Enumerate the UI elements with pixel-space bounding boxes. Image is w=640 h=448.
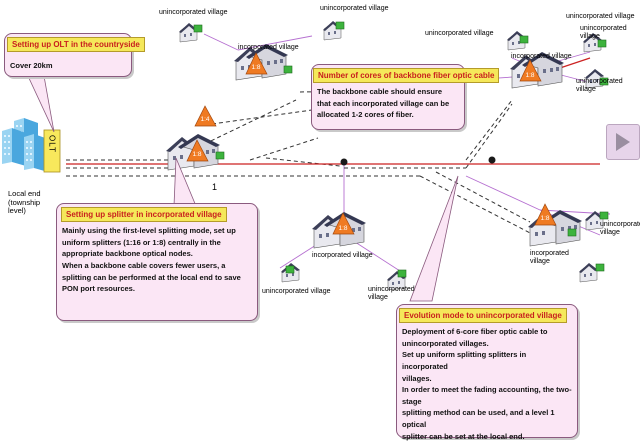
label-unincorporated-village: unincorporated village (425, 30, 494, 37)
callout-splitter-line: splitting can be performed at the local … (62, 272, 241, 282)
olt-label: OLT (48, 135, 57, 153)
joint-dot (488, 156, 496, 164)
callout-splitter: Setting up splitter in incorporated vill… (56, 203, 258, 321)
callout-evolution-line: villages. (402, 373, 432, 383)
label-unincorporated-village: unincorporated village (580, 25, 627, 41)
label-unincorporated-village: unincorporated village (159, 9, 228, 16)
callout-pointers (27, 75, 459, 302)
splitter-s6: 1:8 (534, 203, 557, 226)
svg-text:1:8: 1:8 (540, 215, 549, 222)
local-end-building (2, 118, 48, 172)
callout-splitter-line: Mainly using the first-level splitting m… (62, 226, 236, 235)
label-incorporated-village: incorporated village (312, 252, 373, 259)
splitter-s1: 1:8 (245, 52, 268, 75)
callout-evolution-line: splitting method can be used, and a leve… (402, 408, 555, 429)
callout-backbone-line: that each incorporated village can be (317, 98, 450, 108)
fiber-cables (66, 89, 537, 237)
svg-text:1:8: 1:8 (525, 72, 534, 79)
joint-dot (340, 158, 348, 166)
callout-evolution: Evolution mode to unincorporated village… (396, 304, 578, 441)
label-incorporated-village: incorporated village (530, 250, 569, 266)
splitter-s2: 1:8 (519, 59, 542, 82)
play-arrow-icon (616, 133, 630, 151)
callout-evolution-title: Evolution mode to unincorporated village (399, 308, 567, 323)
incorporated-village-house (527, 209, 583, 247)
label-unincorporated-village: unincorporated village (262, 288, 331, 295)
label-unincorporated-village: unincorporated village (368, 286, 415, 302)
callout-backbone-line: The backbone cable should ensure (317, 87, 443, 96)
callout-splitter-line: appropriate backbone optical nodes. (62, 249, 193, 259)
callout-backbone-title: Number of cores of backbone fiber optic … (313, 68, 500, 83)
callout-olt-line: Cover 20km (10, 61, 53, 70)
olt-box: OLT (43, 129, 61, 173)
label-one: 1 (212, 182, 218, 192)
splitter-s3: 1:4 (194, 105, 217, 127)
callout-olt: Setting up OLT in the countryside Cover … (4, 33, 145, 77)
svg-text:1:8: 1:8 (251, 64, 260, 71)
callout-splitter-line: uniform splitters (1:16 or 1:8) centrall… (62, 237, 221, 247)
callout-evolution-line: In order to meet the fading accounting, … (402, 385, 572, 406)
callout-splitter-title: Setting up splitter in incorporated vill… (61, 207, 227, 222)
svg-text:1:8: 1:8 (338, 225, 347, 232)
label-incorporated-village: incorporated village (238, 44, 299, 51)
unincorporated-village-house (578, 262, 599, 283)
label-unincorporated-village: unincorporated village (566, 13, 635, 20)
callout-evolution-line: unincorporated villages. (402, 338, 489, 348)
callout-evolution-line: splitter can be set at the local end. (402, 431, 525, 441)
splitter-s5: 1:8 (332, 212, 355, 235)
callout-olt-title: Setting up OLT in the countryside (7, 37, 145, 52)
callout-splitter-line: PON port resources. (62, 284, 135, 294)
svg-text:1:8: 1:8 (192, 151, 201, 158)
callout-evolution-line: Set up uniform splitting splitters in in… (402, 350, 527, 371)
callout-splitter-line: When a backbone cable covers fewer users… (62, 260, 226, 270)
next-slide-button[interactable] (606, 124, 640, 160)
label-incorporated-village: incorporated village (511, 53, 572, 60)
label-unincorporated-village: unincorporated village (320, 5, 389, 12)
label-unincorporated-village: unincorporated village (600, 221, 640, 237)
callout-evolution-line: Deployment of 6-core fiber optic cable t… (402, 327, 548, 336)
onu-boxes (193, 21, 609, 278)
callout-backbone-line: allocated 1-2 cores of fiber. (317, 110, 414, 120)
callout-backbone: Number of cores of backbone fiber optic … (311, 64, 500, 130)
splitter-s4: 1:8 (186, 139, 209, 162)
label-local-end: Local end (township level) (8, 189, 41, 216)
svg-text:1:4: 1:4 (200, 116, 209, 123)
label-unincorporated-village: unincorporated village (576, 78, 623, 94)
